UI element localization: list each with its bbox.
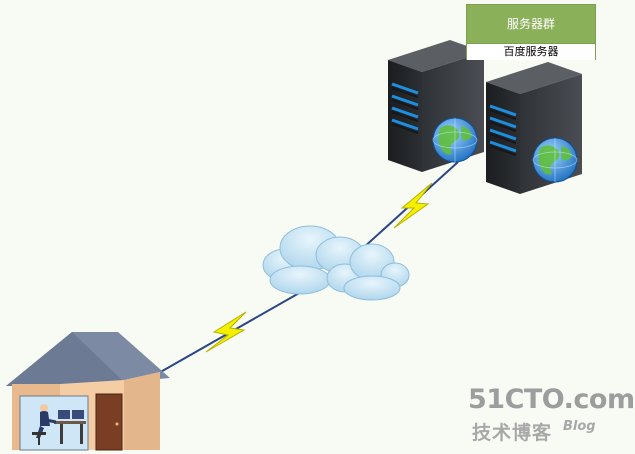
house-icon [6,332,170,451]
globe-icon [432,117,478,163]
legend-title: 服务器群 [467,5,595,43]
network-diagram [6,40,582,451]
globe-icon-2 [532,137,578,183]
watermark-subtitle: 技术博客 [472,422,553,444]
link-cloud-to-server [351,161,459,259]
watermark-site: 51CTO.com [468,384,635,415]
lightning-bolt-icon [205,311,247,353]
house-door [95,393,123,451]
watermark-blog: Blog [563,419,596,434]
legend-item: 百度服务器 [467,43,595,60]
cloud-icon [262,225,410,301]
lightning-bolt-icon-2 [393,182,433,229]
person-at-computer-icon [32,404,86,445]
server-group-legend: 服务器群 百度服务器 [466,4,596,60]
